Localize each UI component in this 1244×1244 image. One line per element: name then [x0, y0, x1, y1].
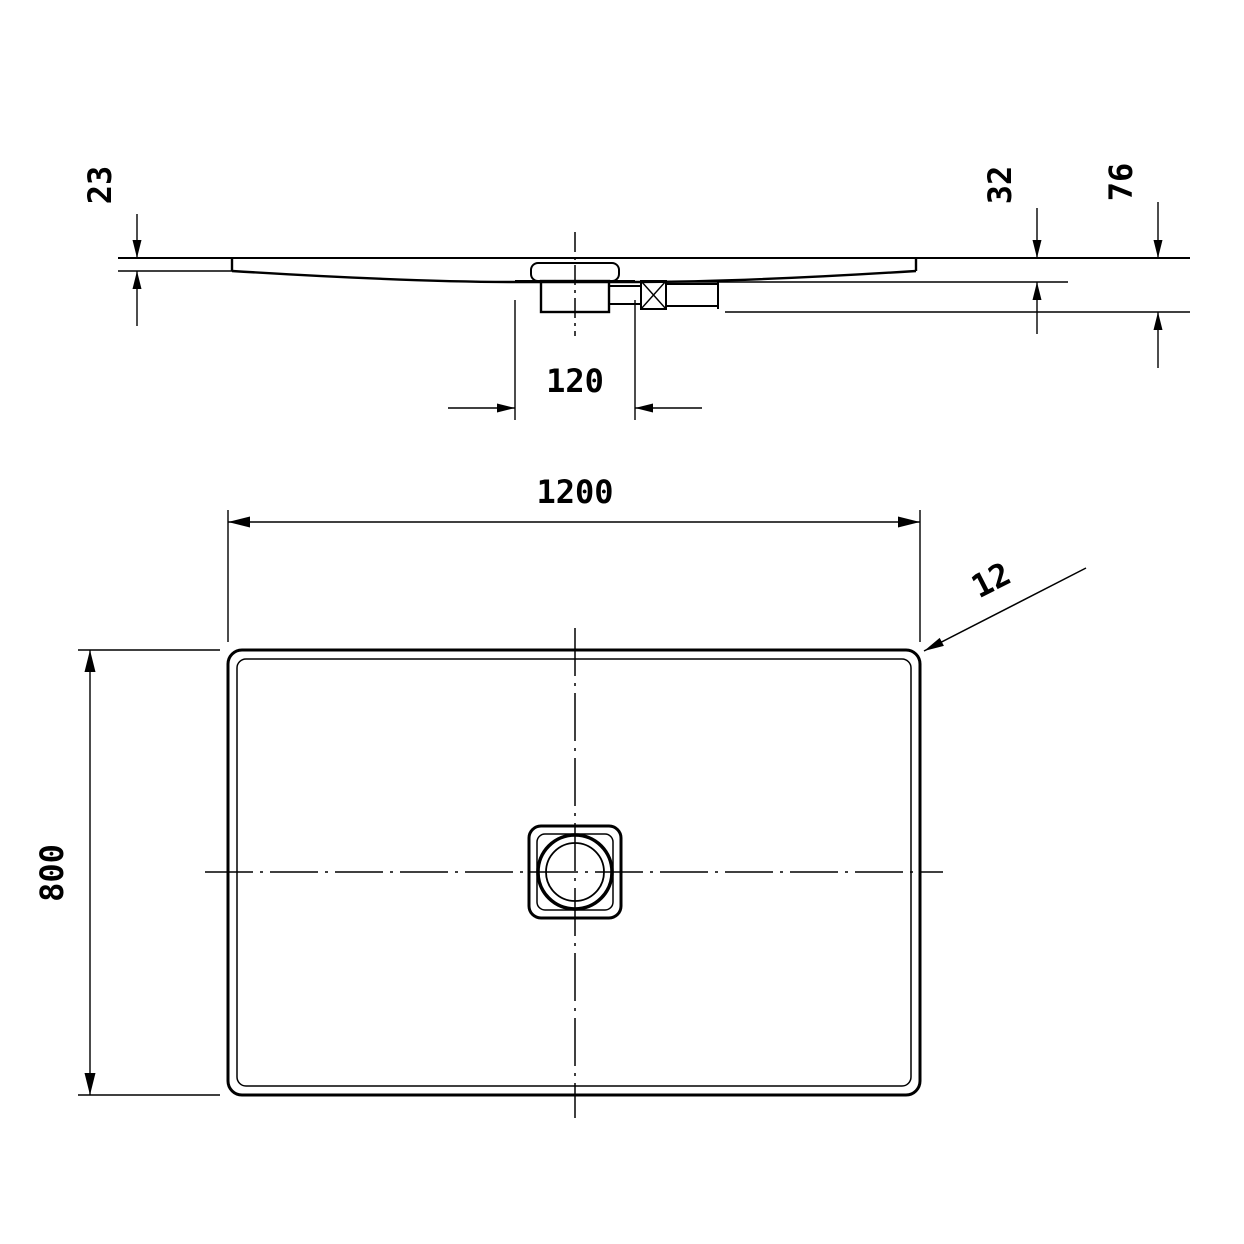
leader-12-arrow [924, 637, 944, 651]
dim-1200-arrow-right [898, 516, 920, 528]
dim-120-arrow-left [635, 403, 653, 413]
drain-circle-outer [536, 833, 614, 911]
drain-square-outer [527, 824, 623, 920]
dim-1200-arrow-left [228, 516, 250, 528]
outlet-pipe-stub [608, 285, 642, 305]
outlet-connector-diagonal-2 [640, 280, 667, 310]
drain-plan [527, 824, 623, 920]
dim-1200-text: 1200 [536, 473, 613, 511]
dim-120-text: 120 [546, 362, 604, 400]
dimension-120: 120 [448, 300, 702, 420]
dim-76-arrow-up [1153, 312, 1163, 330]
section-view: 23 32 76 120 [81, 163, 1190, 420]
dimension-23: 23 [81, 166, 142, 326]
dim-32-arrow-up [1032, 282, 1042, 300]
dim-32-text: 32 [981, 166, 1019, 205]
dim-800-arrow-top [84, 650, 96, 672]
dimension-32: 32 [640, 166, 1068, 334]
dim-23-arrow-up [132, 271, 142, 289]
plan-view: 1200 800 12 [33, 473, 1087, 1118]
dim-76-arrow-down [1153, 240, 1163, 258]
drain-outlet-assembly [608, 280, 719, 310]
dimension-800: 800 [33, 649, 220, 1096]
dim-76-text: 76 [1102, 163, 1140, 202]
dim-23-arrow-down [132, 240, 142, 258]
leader-12: 12 [923, 555, 1087, 652]
dim-23-text: 23 [81, 166, 119, 205]
dim-120-arrow-right [497, 403, 515, 413]
leader-12-text: 12 [965, 555, 1017, 606]
leader-12-line [923, 567, 1087, 652]
dim-32-arrow-down [1032, 240, 1042, 258]
dimension-1200: 1200 [227, 473, 921, 642]
drain-circle-inner [545, 842, 605, 902]
dim-800-text: 800 [33, 844, 71, 902]
dim-800-arrow-bottom [84, 1073, 96, 1095]
dimension-76: 76 [725, 163, 1190, 368]
outlet-pipe [665, 283, 719, 307]
